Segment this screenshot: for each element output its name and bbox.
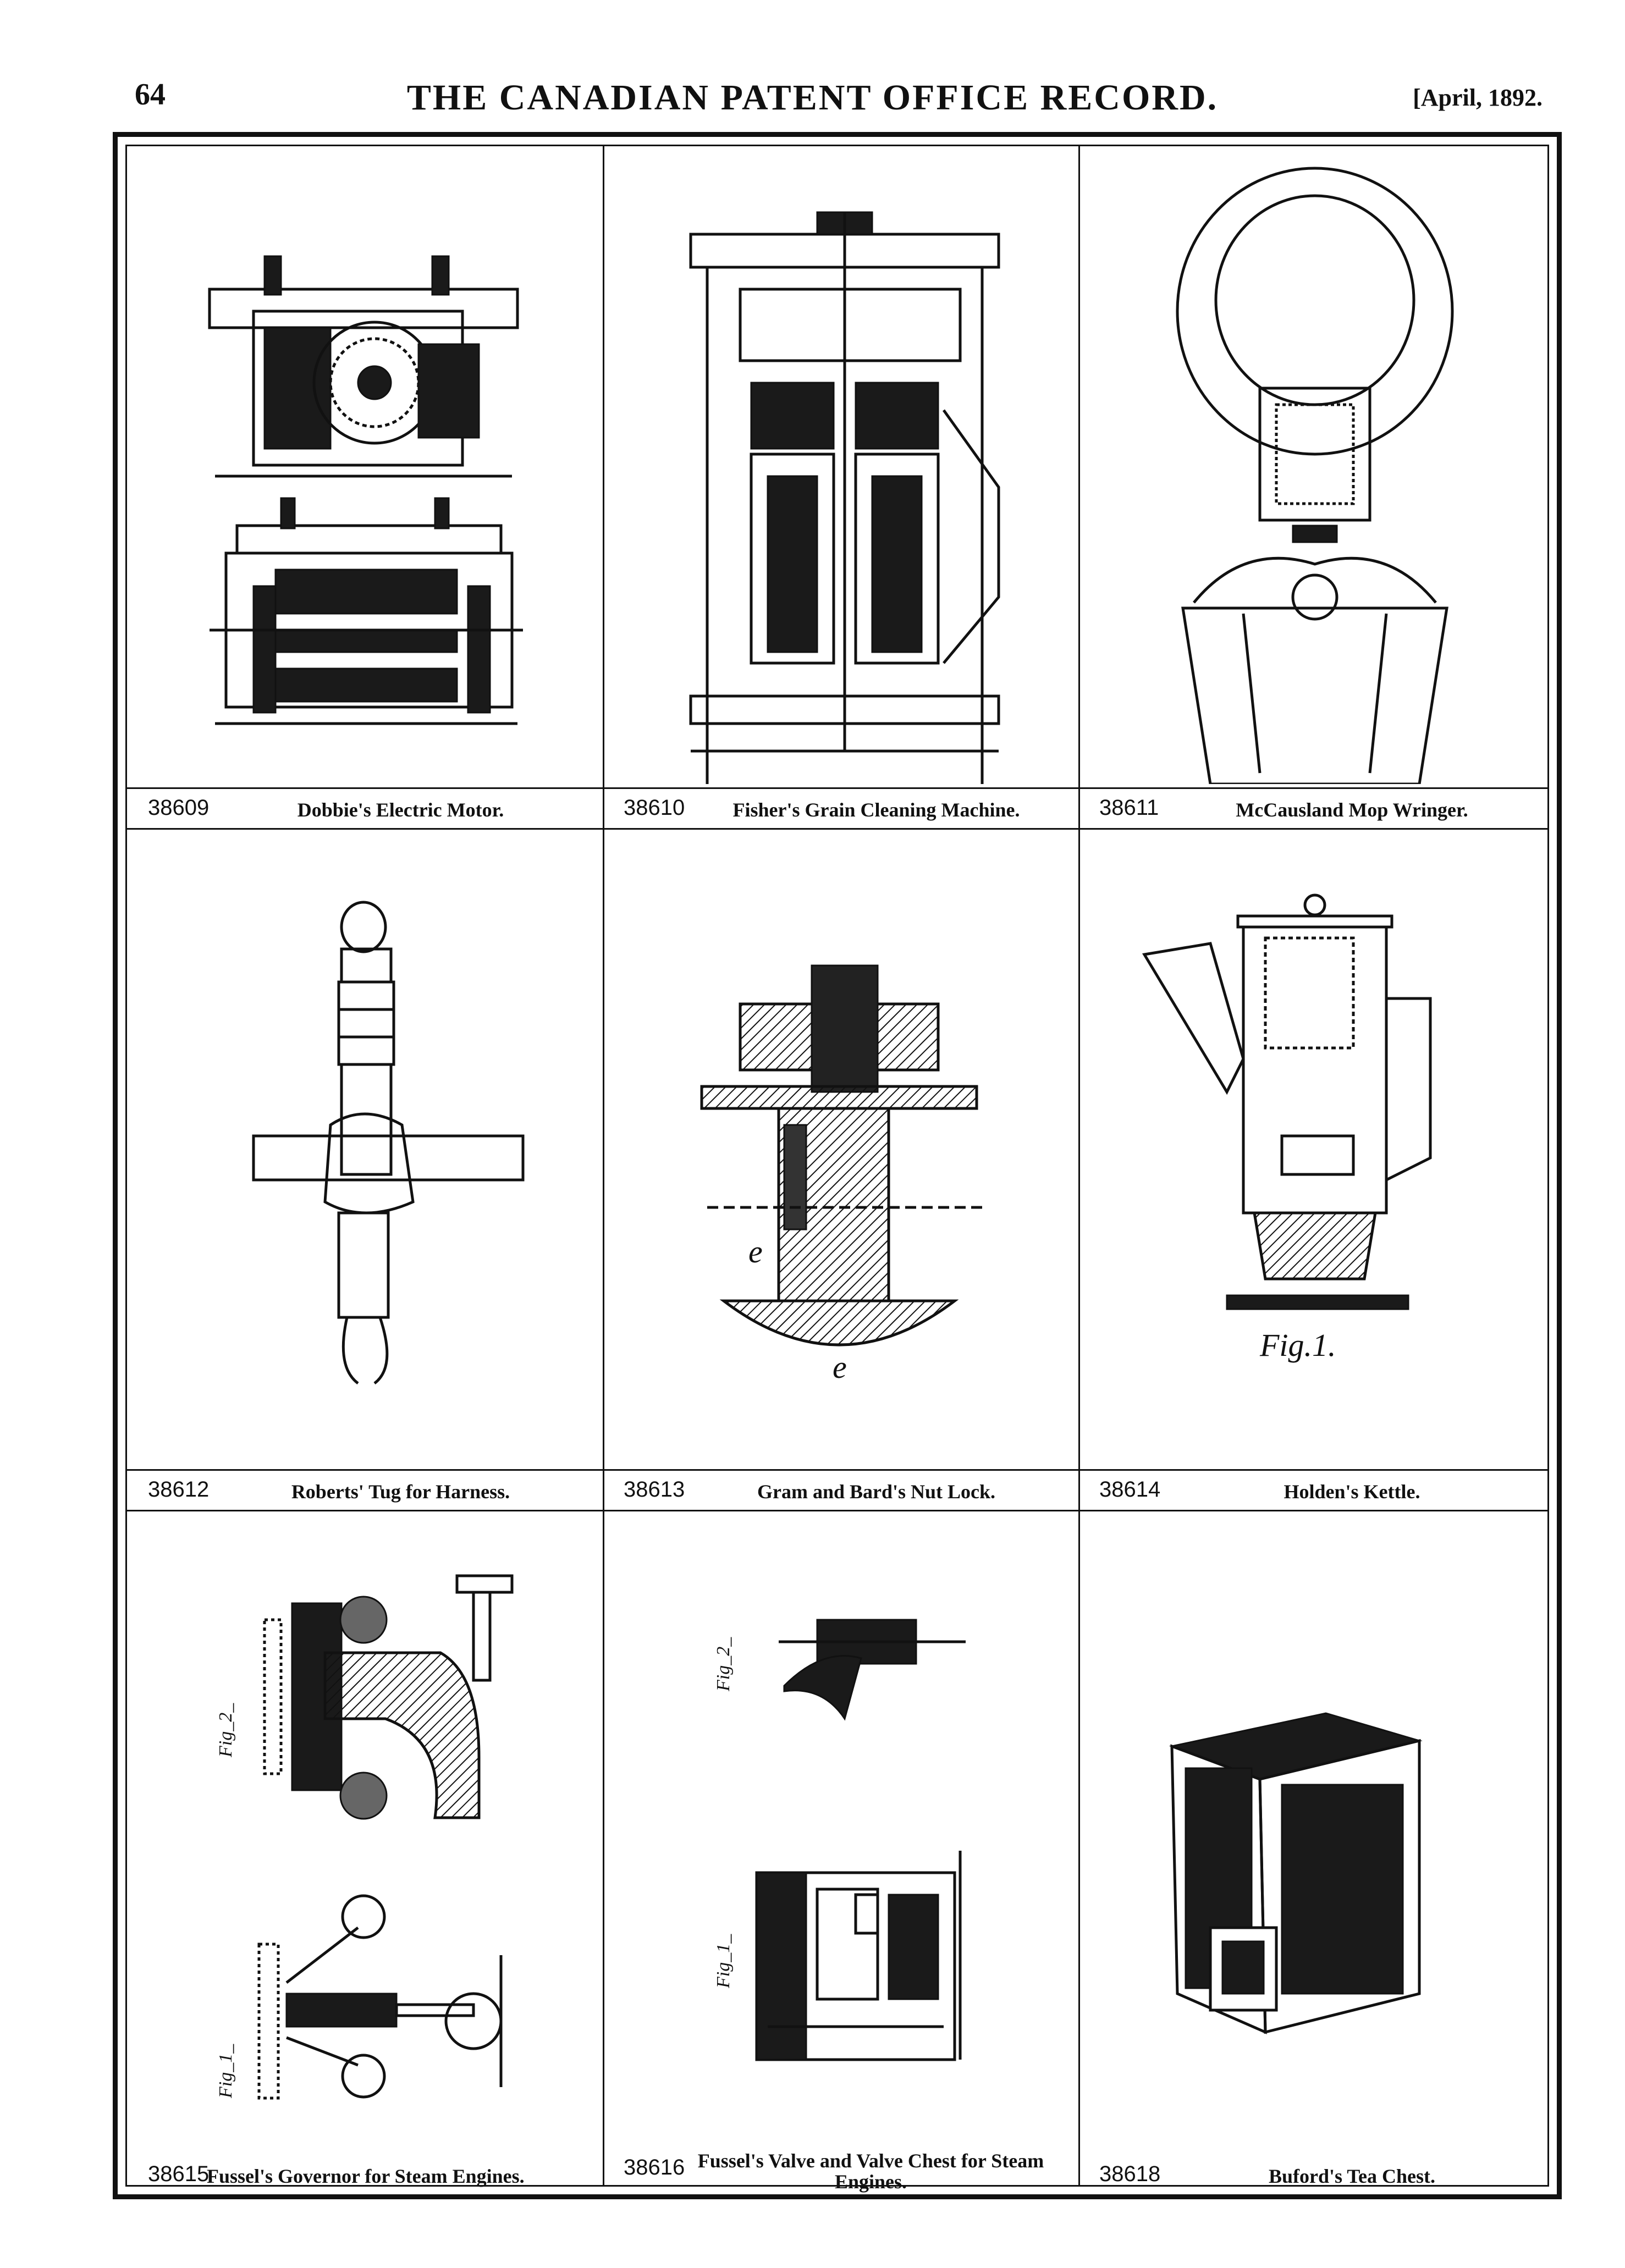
grid-divider-h2 xyxy=(127,1510,1547,1511)
caption-rule xyxy=(127,787,1547,789)
patent-cell-38614: Fig.1. 38614 Holden's Kettle. xyxy=(1078,828,1554,1510)
figure-caption: Fig_2_ xyxy=(713,1637,734,1692)
patent-number: 38609 xyxy=(148,796,210,820)
patent-caption: 38609 Dobbie's Electric Motor. xyxy=(127,790,603,828)
patent-number: 38613 xyxy=(624,1477,685,1502)
patent-caption: 38610 Fisher's Grain Cleaning Machine. xyxy=(603,790,1078,828)
patent-cell-38609: 38609 Dobbie's Electric Motor. xyxy=(127,146,603,828)
patent-number: 38612 xyxy=(148,1477,210,1502)
grain-cleaner-drawing xyxy=(689,211,1000,784)
patent-caption: 38616 Fussel's Valve and Valve Chest for… xyxy=(603,2150,1078,2194)
patent-title: Fisher's Grain Cleaning Machine. xyxy=(732,799,1020,821)
harness-tug-drawing xyxy=(252,901,525,1384)
patent-number: 38614 xyxy=(1099,1477,1161,1502)
patent-plate-frame: 38609 Dobbie's Electric Motor. 38610 Fis… xyxy=(113,132,1562,2199)
patent-cell-38616: Fig_2_ Fig_1_ 38616 Fussel's Valve and V… xyxy=(603,1510,1078,2194)
grid-divider-v2 xyxy=(1078,146,1080,2185)
figure-label-e: e xyxy=(833,1349,847,1385)
patent-title: McCausland Mop Wringer. xyxy=(1236,799,1468,821)
patent-cell-38610: 38610 Fisher's Grain Cleaning Machine. xyxy=(603,146,1078,828)
patent-number: 38615 xyxy=(148,2162,210,2186)
nut-lock-drawing: e e xyxy=(700,964,988,1385)
figure-caption: Fig_2_ xyxy=(216,1703,236,1758)
patent-grid: 38609 Dobbie's Electric Motor. 38610 Fis… xyxy=(125,145,1549,2192)
patent-title: Fussel's Valve and Valve Chest for Steam… xyxy=(697,2150,1044,2193)
caption-rule xyxy=(127,1469,1547,1471)
patent-title: Roberts' Tug for Harness. xyxy=(291,1481,510,1503)
patent-number: 38616 xyxy=(624,2155,685,2179)
patent-title: Holden's Kettle. xyxy=(1284,1481,1420,1503)
patent-caption: 38611 McCausland Mop Wringer. xyxy=(1078,790,1554,828)
governor-fig2: Fig_2_ xyxy=(216,1574,514,1820)
figure-caption: Fig_1_ xyxy=(713,1934,734,1989)
patent-title: Gram and Bard's Nut Lock. xyxy=(757,1481,996,1503)
page-number: 64 xyxy=(135,78,166,112)
motor-fig1 xyxy=(208,255,519,478)
patent-title: Buford's Tea Chest. xyxy=(1268,2165,1436,2187)
patent-caption: 38614 Holden's Kettle. xyxy=(1078,1471,1554,1510)
patent-number: 38618 xyxy=(1099,2162,1161,2186)
patent-title: Dobbie's Electric Motor. xyxy=(297,799,504,821)
patent-cell-38618: 38618 Buford's Tea Chest. xyxy=(1078,1510,1554,2194)
patent-cell-38615: Fig_2_ Fig_1_ xyxy=(127,1510,603,2194)
figure-caption: Fig_1_ xyxy=(216,2044,236,2099)
patent-cell-38612: 38612 Roberts' Tug for Harness. xyxy=(127,828,603,1510)
tea-chest-drawing xyxy=(1169,1712,1423,2034)
patent-number: 38610 xyxy=(624,796,685,820)
page-title: THE CANADIAN PATENT OFFICE RECORD. xyxy=(406,78,1219,118)
patent-cell-38613: e e 38613 Gram and Bard's Nut Lock. xyxy=(603,828,1078,1510)
issue-date: [April, 1892. xyxy=(1413,84,1543,111)
grid-divider-h1 xyxy=(127,828,1547,830)
patent-caption: 38612 Roberts' Tug for Harness. xyxy=(127,1471,603,1510)
patent-caption: 38615 Fussel's Governor for Steam Engine… xyxy=(127,2161,603,2194)
motor-fig2 xyxy=(210,497,523,725)
governor-fig1: Fig_1_ xyxy=(216,1894,503,2100)
patent-caption: 38618 Buford's Tea Chest. xyxy=(1078,2161,1554,2194)
patent-cell-38611: 38611 McCausland Mop Wringer. xyxy=(1078,146,1554,828)
patent-title: Fussel's Governor for Steam Engines. xyxy=(207,2165,525,2187)
figure-caption: Fig.1. xyxy=(1259,1327,1336,1363)
kettle-drawing: Fig.1. xyxy=(1142,893,1432,1363)
electric-motor-drawing xyxy=(208,255,523,725)
figure-label-e: e xyxy=(748,1234,763,1270)
patent-caption: 38613 Gram and Bard's Nut Lock. xyxy=(603,1471,1078,1510)
valve-fig2: Fig_2_ xyxy=(713,1619,966,1721)
valve-fig1: Fig_1_ xyxy=(713,1851,962,2061)
mop-wringer-drawing xyxy=(1176,167,1454,784)
grid-divider-v1 xyxy=(603,146,604,2185)
patent-number: 38611 xyxy=(1099,796,1159,820)
valve-chest-drawing: Fig_2_ Fig_1_ xyxy=(713,1619,966,2061)
governor-drawing: Fig_2_ Fig_1_ xyxy=(216,1574,514,2100)
